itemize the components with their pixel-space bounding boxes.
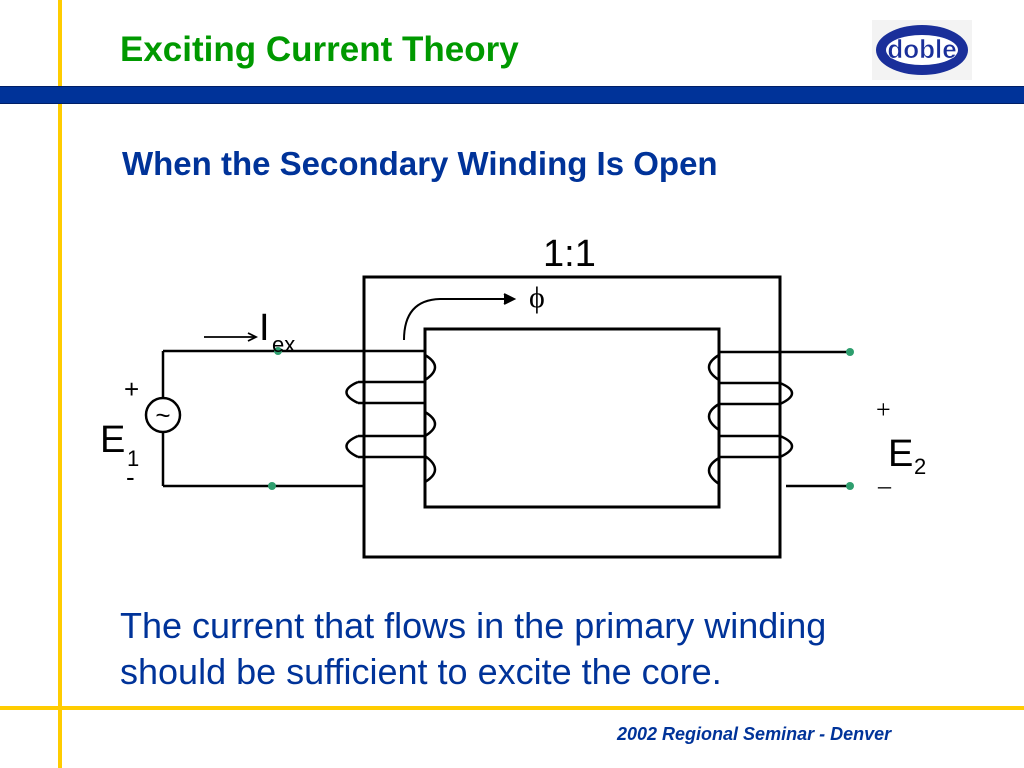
ac-source-symbol: ~: [155, 400, 170, 430]
slide-title: Exciting Current Theory: [120, 30, 519, 69]
footer-text: 2002 Regional Seminar - Denver: [617, 724, 892, 744]
current-label: I: [259, 307, 270, 349]
terminal-primary-top: [274, 347, 282, 355]
terminal-primary-bottom: [268, 482, 276, 490]
primary-winding: [345, 349, 437, 488]
flux-label: ϕ: [529, 281, 545, 314]
turns-ratio-label: 1:1: [543, 233, 596, 275]
ac-source: [144, 396, 182, 434]
primary-voltage-label: E: [100, 419, 125, 461]
body-text: The current that flows in the primary wi…: [120, 605, 827, 692]
doble-logo: doble: [872, 20, 972, 80]
terminal-secondary-bottom: [846, 482, 854, 490]
primary-minus: -: [126, 462, 135, 492]
transformer-core: [362, 275, 782, 559]
terminals: [268, 347, 854, 490]
secondary-minus: –: [877, 471, 892, 500]
slide-subtitle: When the Secondary Winding Is Open: [122, 145, 718, 182]
secondary-plus: +: [876, 395, 891, 424]
primary-plus: +: [124, 374, 139, 404]
secondary-winding: [707, 350, 850, 488]
header-band: [0, 86, 1024, 104]
primary-circuit: [161, 349, 405, 488]
primary-voltage-subscript: 1: [127, 446, 139, 471]
terminal-secondary-top: [846, 348, 854, 356]
flux-arrow: [403, 293, 517, 341]
secondary-voltage-subscript: 2: [914, 454, 926, 479]
secondary-voltage-label: E: [888, 433, 913, 475]
current-subscript: ex: [272, 332, 295, 357]
logo-text: doble: [887, 34, 956, 64]
current-arrow: [204, 332, 259, 342]
footer-rule: [0, 706, 1024, 710]
left-accent-line: [58, 0, 62, 768]
